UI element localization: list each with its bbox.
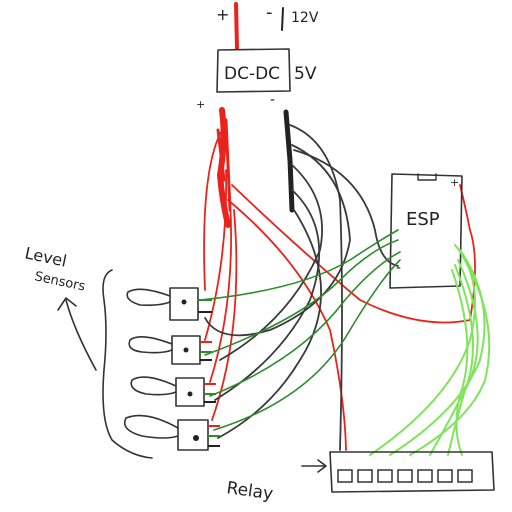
sensor-signal-wires (199, 229, 401, 431)
sensor-4-pin (193, 435, 199, 441)
level-sensor-3 (130, 376, 216, 407)
supply-voltage-label: 12V (291, 10, 319, 26)
relay-signal-wire-6 (451, 269, 469, 456)
dcdc-out-plus: + (196, 98, 205, 111)
relay-signal-wires (369, 244, 491, 456)
relay-channel-7 (457, 469, 473, 483)
sensor-3-float (130, 376, 177, 396)
relay-channel-3 (377, 469, 393, 483)
signal-wire-sensor-4 (213, 259, 401, 431)
sensors-label-line2: Sensors (33, 269, 87, 294)
relay-channel-2 (357, 469, 373, 483)
sensor-4-body (177, 419, 209, 451)
relay-signal-wire-4 (429, 259, 479, 456)
sensor-1-float (126, 288, 171, 306)
relay-board-outline (329, 451, 495, 493)
esp-label: ESP (406, 209, 440, 230)
sensor-3-pin (187, 391, 193, 397)
dcdc-box (216, 48, 291, 93)
supply-negative-wire (281, 7, 284, 31)
power-wire-relay (227, 199, 347, 451)
power-wire-sensor-1 (203, 129, 223, 291)
sensors-bracket (102, 269, 153, 459)
relay-board: Relay (225, 451, 495, 504)
esp-box (389, 173, 463, 289)
signal-wire-sensor-3 (209, 251, 401, 397)
relay-channel-1 (337, 469, 353, 483)
esp-plus-pin: + (450, 176, 459, 189)
sensor-4-float (123, 414, 179, 439)
level-sensor-4 (123, 414, 220, 451)
level-sensor-2 (128, 335, 212, 365)
esp-module: ESP + - (389, 173, 463, 289)
dcdc-converter: DC-DC 5V + - (196, 48, 317, 111)
ground-wires (204, 124, 399, 451)
relay-channel-5 (417, 469, 433, 483)
sensor-1-body (169, 287, 199, 321)
supply-minus-sign: - (266, 2, 273, 23)
ground-wire-esp (293, 149, 399, 267)
sensors-arrow-head (57, 297, 77, 311)
sensor-1-pin (181, 299, 187, 305)
esp-connector-notch (417, 173, 437, 181)
power-wire-sensor-2 (204, 169, 228, 341)
signal-wire-sensor-2 (204, 239, 399, 356)
power-wires (203, 129, 476, 451)
signal-wire-sensor-1 (199, 229, 399, 301)
dcdc-output-voltage: 5V (294, 64, 317, 84)
dcdc-label: DC-DC (224, 64, 280, 84)
supply-12v: + - 12V (216, 2, 319, 50)
level-sensor-1 (126, 287, 212, 321)
dcdc-out-minus: - (270, 92, 275, 108)
relay-label: Relay (225, 478, 274, 504)
supply-positive-wire (234, 2, 239, 50)
sensor-2-float (128, 336, 173, 354)
sensors-arrow-line (65, 299, 97, 371)
relay-signal-wire-2 (389, 249, 486, 456)
sensor-3-body (175, 377, 205, 407)
esp-minus-pin: - (396, 260, 401, 276)
level-sensors: Level Sensors (23, 243, 220, 459)
sensors-label-line1: Level (23, 243, 68, 270)
ground-bus-thick (283, 109, 295, 213)
ground-wire-relay (289, 124, 343, 451)
relay-channel-4 (397, 469, 413, 483)
relay-channels (337, 469, 473, 483)
relay-channel-6 (437, 469, 453, 483)
positive-bus-thick (217, 107, 231, 228)
power-wire-esp (231, 184, 476, 324)
power-wire-sensor-3 (209, 199, 233, 383)
relay-label-arrow (301, 459, 327, 473)
ground-wire-sensor-3 (214, 189, 321, 401)
ground-wire-sensor-2 (219, 164, 323, 361)
relay-signal-wire-5 (447, 264, 474, 456)
sensor-2-pin (183, 347, 189, 353)
supply-plus-sign: + (216, 5, 229, 24)
ground-wire-sensor-1 (204, 144, 351, 337)
sensor-2-body (171, 335, 201, 365)
